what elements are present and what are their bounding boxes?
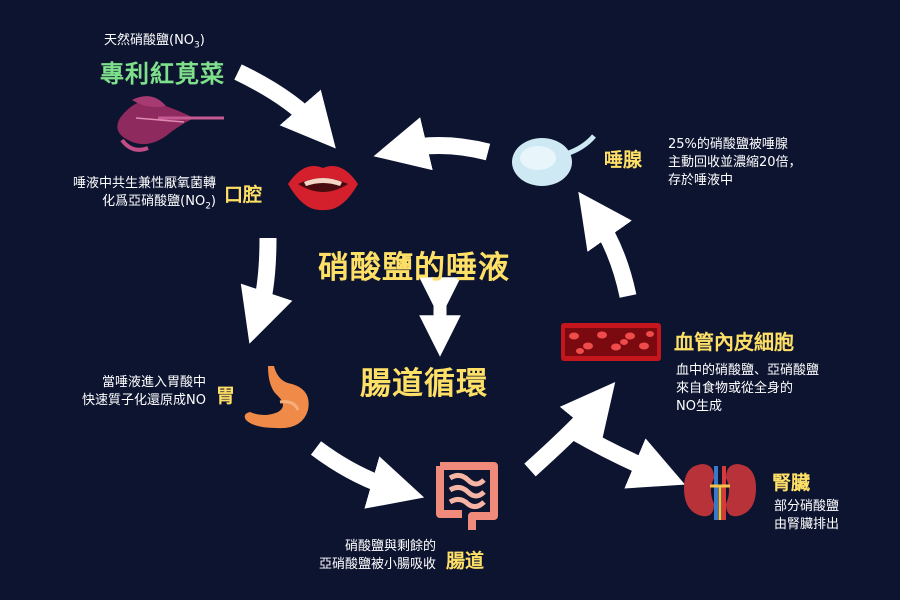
- intestine-icon: [436, 462, 498, 530]
- arrow-salivary-to-mouth: [373, 117, 491, 171]
- arrow-intestine-to-vessel: [524, 381, 616, 477]
- arrow-to-kidney: [570, 424, 686, 489]
- kidney-label: 腎臟: [772, 472, 811, 494]
- kidney-icon: [684, 464, 756, 520]
- center-title-top: 硝酸鹽的唾液: [318, 250, 510, 286]
- stomach-note: 當唾液進入胃酸中 快速質子化還原成NO: [82, 375, 206, 408]
- blood-vessel-icon: [561, 323, 661, 361]
- salivary-note: 25%的硝酸鹽被唾腺 主動回收並濃縮20倍， 存於唾液中: [668, 137, 802, 188]
- mouth-label: 口腔: [224, 184, 263, 206]
- spinach-name: 專利紅莧菜: [100, 60, 225, 88]
- vessel-label: 血管內皮細胞: [674, 330, 794, 354]
- intestine-note: 硝酸鹽與剩餘的 亞硝酸鹽被小腸吸收: [318, 539, 436, 572]
- salivary-gland-icon: [512, 134, 596, 186]
- stomach-icon: [244, 366, 309, 429]
- red-amaranth-icon: [117, 96, 224, 152]
- mouth-note: 唾液中共生兼性厭氧菌轉 化爲亞硝酸鹽(NO2): [72, 176, 216, 212]
- spinach-caption: 天然硝酸鹽(NO3): [104, 33, 205, 51]
- arrow-spinach-to-mouth: [234, 64, 336, 149]
- arrow-vessel-to-salivary: [578, 191, 637, 298]
- mouth-icon: [288, 166, 358, 211]
- center-title-bottom: 腸道循環: [360, 366, 488, 402]
- arrow-stomach-to-intestine: [310, 441, 425, 509]
- intestine-label: 腸道: [446, 550, 485, 572]
- arrow-mouth-to-stomach: [240, 237, 293, 344]
- salivary-label: 唾腺: [604, 149, 643, 171]
- stomach-label: 胃: [216, 385, 236, 407]
- vessel-note: 血中的硝酸鹽、亞硝酸鹽 來自食物或從全身的 NO生成: [676, 363, 820, 414]
- kidney-note: 部分硝酸鹽 由腎臟排出: [774, 499, 840, 532]
